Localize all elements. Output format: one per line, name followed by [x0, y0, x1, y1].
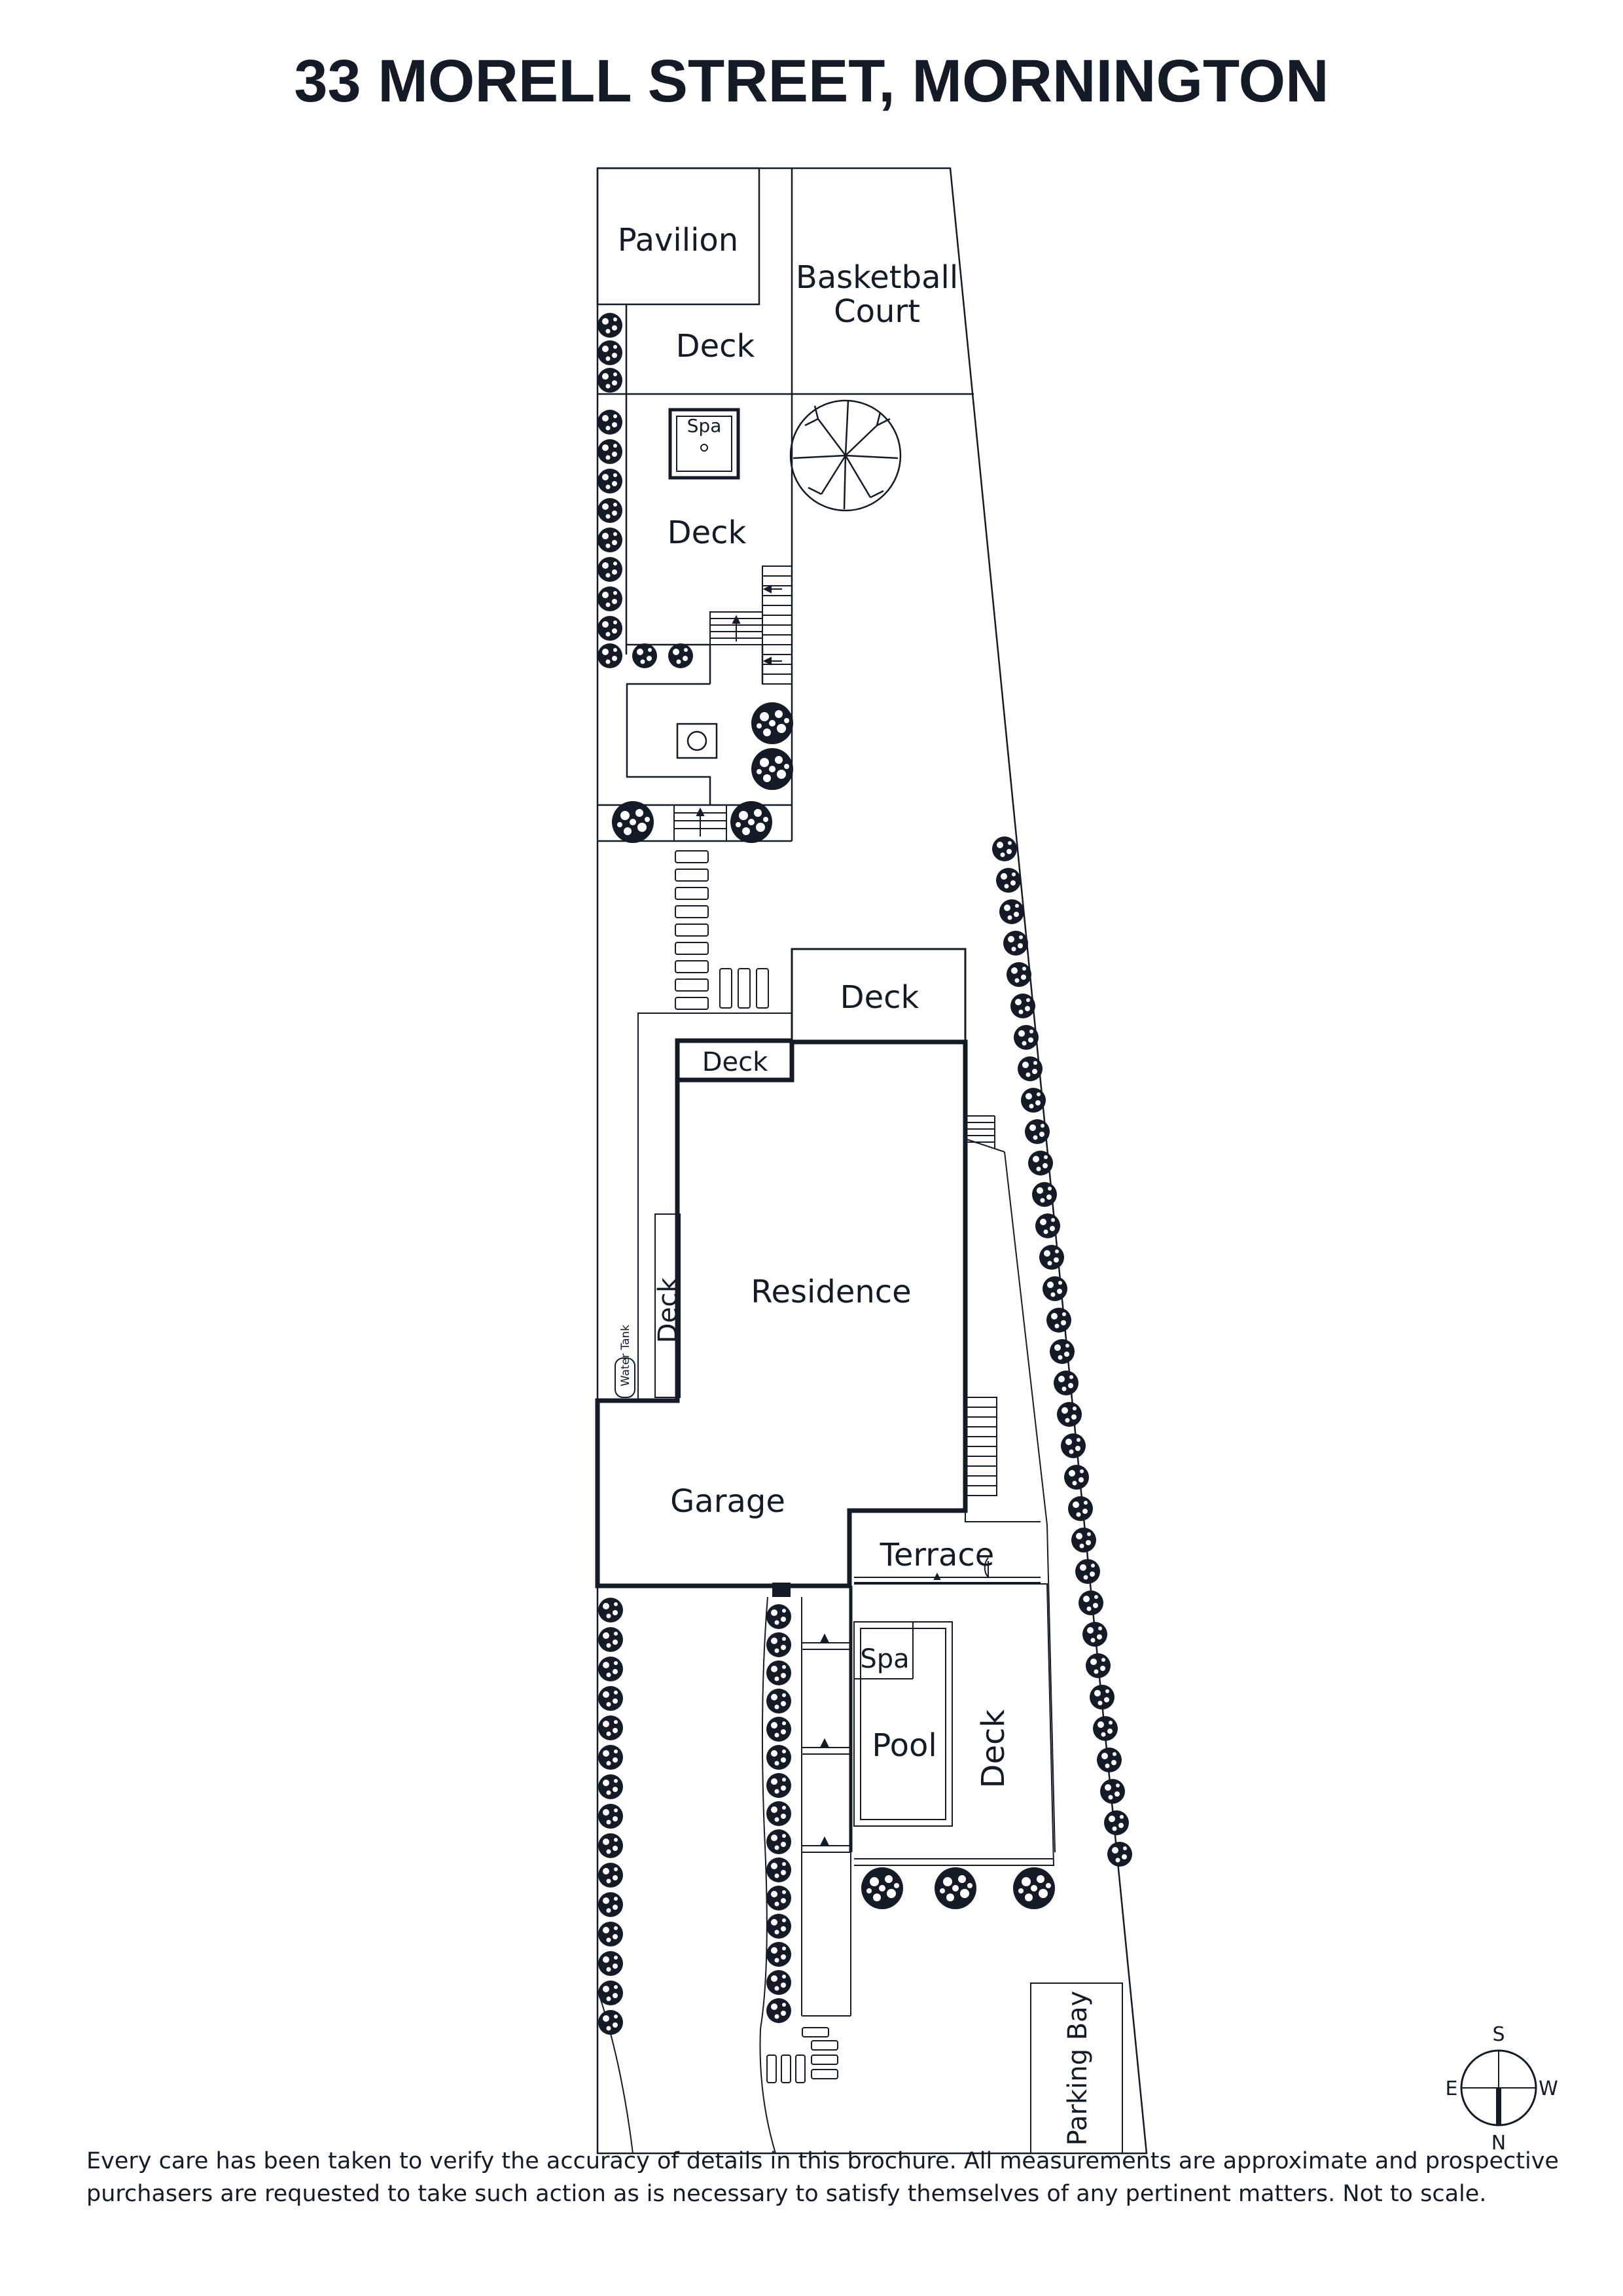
compass-west-label: W — [1539, 2077, 1558, 2100]
basketball-court-label-line2: Court — [834, 293, 920, 330]
upper-stairs — [673, 565, 793, 842]
deck-right-label: Deck — [840, 979, 919, 1016]
parking-bay-label: Parking Bay — [1063, 1991, 1093, 2146]
deck-small-label: Deck — [702, 1047, 768, 1077]
compass-south-label: S — [1492, 2023, 1505, 2046]
deck-top-label: Deck — [676, 328, 755, 365]
pool-label: Pool — [872, 1727, 936, 1764]
hedge-left-lower — [598, 1598, 623, 2035]
lower-spa-label: Spa — [860, 1644, 909, 1674]
water-tank-label: Water Tank — [619, 1325, 632, 1386]
site-boundary — [596, 167, 1148, 2155]
tree-icon — [789, 399, 902, 512]
garage-label: Garage — [670, 1483, 785, 1520]
hedge-left-upper — [597, 313, 693, 668]
compass-north-label: N — [1491, 2132, 1506, 2155]
pool — [849, 1586, 953, 1852]
pavilion-label: Pavilion — [618, 222, 738, 259]
upper-spa — [668, 408, 740, 480]
deck-pool-label: Deck — [975, 1709, 1012, 1788]
deck-upper-label: Deck — [668, 514, 747, 551]
basketball-court-label-line1: Basketball — [796, 259, 958, 296]
compass-icon — [1460, 2049, 1537, 2126]
deck-side-label: Deck — [653, 1277, 683, 1343]
compass-east-label: E — [1446, 2077, 1458, 2100]
disclaimer-text: Every care has been taken to verify the … — [86, 2148, 1559, 2207]
upper-spa-label: Spa — [687, 415, 722, 437]
residence-label: Residence — [751, 1274, 911, 1310]
terrace-label: Terrace — [880, 1537, 995, 1573]
hedge-right — [992, 836, 1132, 1867]
hedge-middle-lower — [766, 1604, 791, 2023]
page-title: 33 MORELL STREET, MORNINGTON — [294, 48, 1329, 115]
stepping-stones — [675, 850, 838, 2083]
